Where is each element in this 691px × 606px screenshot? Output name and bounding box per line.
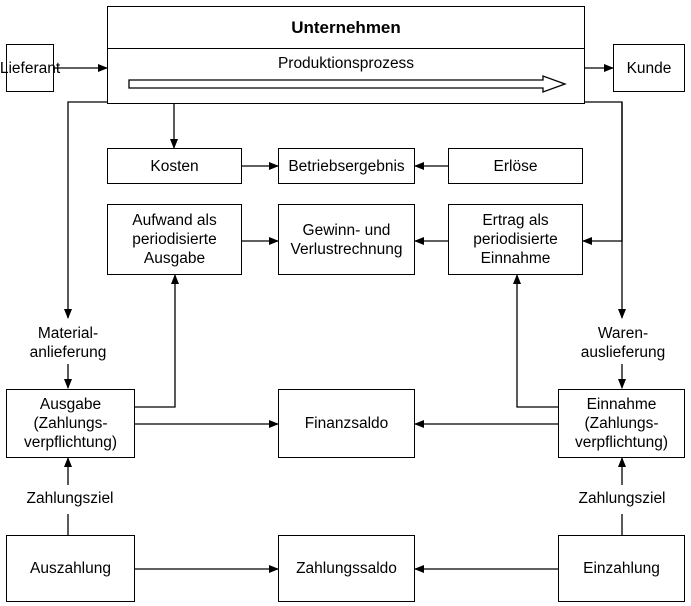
customer-box: Kunde: [613, 44, 685, 92]
expense-box: Aufwand als periodisierte Ausgabe: [107, 204, 242, 275]
payment-term-left-label: Zahlungsziel: [14, 489, 126, 508]
goods-delivery-label: Waren- auslieferung: [563, 324, 683, 362]
financial-balance-box: Finanzsaldo: [278, 389, 415, 458]
payment-term-right-label: Zahlungsziel: [566, 489, 678, 508]
deposit-box: Einzahlung: [558, 535, 685, 602]
income-statement-box: Gewinn- und Verlustrechnung: [278, 204, 415, 275]
arrow-company-material-delivery: [64, 101, 107, 319]
process-label: Produktionsprozess: [277, 55, 415, 72]
material-delivery-label: Material- anlieferung: [8, 324, 128, 362]
payment-balance-box: Zahlungssaldo: [278, 535, 415, 602]
arrow-company-goods-delivery: [585, 101, 626, 319]
process-arrow-icon: [128, 75, 567, 93]
supplier-box: Lieferant: [0, 44, 60, 92]
expenditure-box: Ausgabe (Zahlungs- verpflichtung): [6, 389, 135, 458]
arrow-receipt-income: [513, 274, 558, 408]
receipt-box: Einnahme (Zahlungs- verpflichtung): [558, 389, 685, 458]
arrow-expenditure-expense: [135, 274, 179, 408]
income-box: Ertrag als periodisierte Einnahme: [448, 204, 583, 275]
arrow-customer-income: [582, 102, 623, 245]
operating-result-box: Betriebsergebnis: [278, 148, 415, 184]
revenues-box: Erlöse: [448, 148, 583, 184]
company-box: Unternehmen Produktionsprozess: [107, 6, 585, 104]
costs-box: Kosten: [107, 148, 242, 184]
company-title: Unternehmen: [108, 7, 584, 49]
payout-box: Auszahlung: [6, 535, 135, 602]
